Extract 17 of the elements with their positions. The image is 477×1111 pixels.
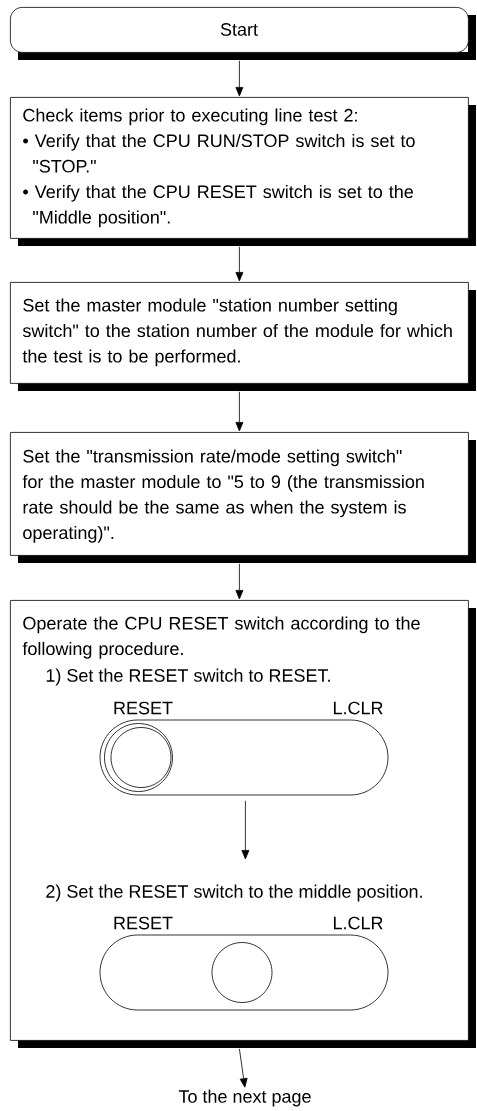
- switch-label: L.CLR: [333, 701, 383, 715]
- switch-label: RESET: [114, 701, 173, 715]
- step-text: 1) Set the RESET switch to RESET.: [46, 668, 330, 686]
- process-box: Set the "transmission rate/mode setting switch" for the master module to "5 to 9 (the transmission rate should be the same as when the system is operating)".: [10, 432, 476, 563]
- next-page-text: To the next page: [178, 1089, 311, 1107]
- arrow: [241, 800, 250, 860]
- arrow: [239, 1048, 248, 1088]
- start-terminal: Start: [10, 7, 476, 60]
- switch-label: L.CLR: [333, 916, 383, 930]
- step-text: 2) Set the RESET switch to the middle position.: [46, 884, 422, 902]
- arrow: [235, 60, 244, 97]
- process-box: Check items prior to executing line test 2: • Verify that the CPU RUN/STOP switch is set to "STOP." • Verify that the CPU RESET switch is set to the "Middle position".: [10, 97, 476, 246]
- process-box: Set the master module "station number setting switch" to the station number of the module for which the test is to be performed.: [10, 282, 476, 391]
- arrow: [235, 246, 244, 282]
- arrow: [235, 391, 244, 432]
- arrow: [235, 563, 244, 600]
- switch-label: RESET: [114, 916, 173, 930]
